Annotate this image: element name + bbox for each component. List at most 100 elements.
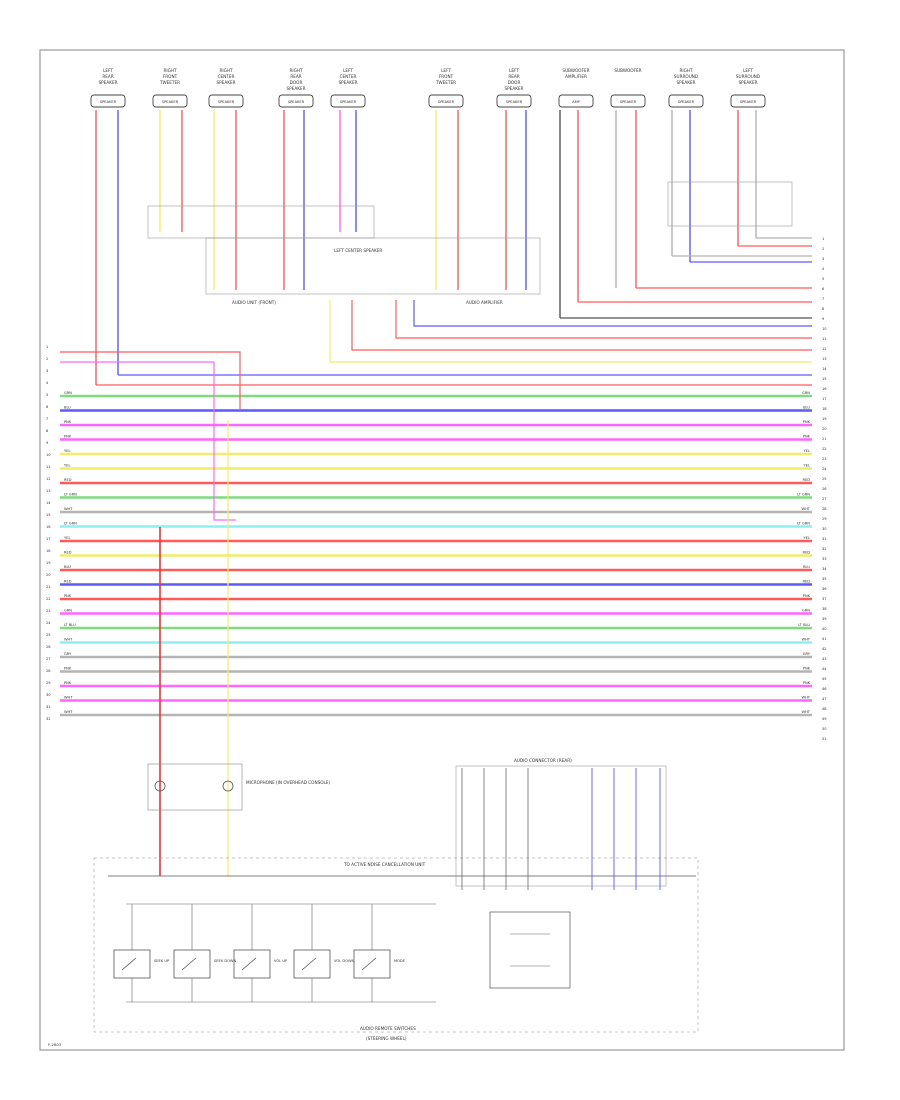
component-box-label-c4: SPEAKER [288,100,305,104]
left-pin-7: 7 [46,417,48,421]
bus-wire-code-left-1: GRN [64,391,72,395]
vertical-drops [95,110,812,386]
component-box-c1 [90,94,126,108]
bus-wire-code-right-6: YEL [804,464,810,468]
bus-wire-code-right-5: YEL [804,449,810,453]
component-label-c1: SPEAKER [99,80,118,85]
right-pin-17: 17 [822,397,827,401]
component-label-c4: REAR [290,74,301,79]
connector-block [455,765,667,887]
left-pin-20: 20 [46,573,51,577]
bus-wire-code-left-14: RED [64,580,72,584]
component-label-c10: RIGHT [679,68,693,73]
left-pin-24: 24 [46,621,51,625]
bus-wire-code-left-3: PNK [64,420,72,424]
bus-wire-code-right-13: BLU [803,565,810,569]
left-pin-13: 13 [46,489,51,493]
right-pin-40: 40 [822,627,827,631]
right-pin-19: 19 [822,417,827,421]
component-box-label-c2: SPEAKER [162,100,179,104]
component-label-c1: REAR [102,74,113,79]
left-pin-8: 8 [46,429,49,433]
left-pin-27: 27 [46,657,51,661]
left-pin-4: 4 [46,381,49,385]
left-pin-17: 17 [46,537,51,541]
component-label-c4: RIGHT [289,68,303,73]
left-pin-23: 23 [46,609,51,613]
left-pin-22: 22 [46,597,51,601]
component-label-c1: LEFT [103,68,113,73]
component-label-c9: SUBWOOFER [614,68,641,73]
right-pin-45: 45 [822,677,827,681]
steering-switch-group [93,857,699,1033]
component-label-c6: LEFT [441,68,451,73]
component-label-c4: DOOR [290,80,303,85]
right-pin-20: 20 [822,427,827,431]
bus-wire-code-right-2: BLU [803,406,810,410]
component-label-c2: TWEETER [159,80,180,85]
bus-wire-code-right-7: RED [802,478,810,482]
junction-left-label: AUDIO UNIT (FRONT) [232,300,276,305]
switch-5: MODE [353,904,406,1002]
left-pin-10: 10 [46,453,51,457]
component-box-c3 [208,94,244,108]
bus-wire-code-left-2: BLU [64,406,71,410]
mic-label: MICROPHONE (IN OVERHEAD CONSOLE) [246,780,331,785]
component-label-c11: LEFT [743,68,753,73]
right-pin-46: 46 [822,687,827,691]
component-label-c10: SURROUND [674,74,698,79]
mic-terminal-1 [154,780,166,792]
component-label-c11: SURROUND [736,74,760,79]
switch-contact-4 [301,957,317,971]
bus-wire-code-right-20: PNK [803,667,811,671]
bus-wire-code-left-15: PNK [64,594,72,598]
switch-contact-2 [181,957,197,971]
right-pin-27: 27 [822,497,827,501]
bottom-section: MICROPHONE (IN OVERHEAD CONSOLE) TO ACTI… [93,758,699,1041]
component-label-c5: SPEAKER [339,80,358,85]
pin-numbers: 1234567891011121314151617181920212223242… [46,237,827,741]
right-pin-43: 43 [822,657,827,661]
left-pin-16: 16 [46,525,51,529]
component-box-c10 [668,94,704,108]
left-pin-2: 2 [46,357,48,361]
bus-wire-code-left-20: PNK [64,667,72,671]
bus-wire-code-right-22: WHT [802,696,811,700]
right-pin-42: 42 [822,647,827,651]
right-pin-3: 3 [822,257,824,261]
component-box-c8 [558,94,594,108]
component-box-label-c6: SPEAKER [438,100,455,104]
component-label-c10: SPEAKER [677,80,696,85]
switch-contact-1 [121,957,137,971]
left-pin-14: 14 [46,501,51,505]
component-box-c9 [610,94,646,108]
right-pin-48: 48 [822,707,827,711]
right-pin-50: 50 [822,727,827,731]
left-pin-11: 11 [46,465,51,469]
component-box-c5 [330,94,366,108]
switch-contact-5 [361,957,377,971]
bus-wire-code-left-17: LT BLU [64,623,76,627]
right-pin-33: 33 [822,557,827,561]
right-pin-25: 25 [822,477,827,481]
switch-label-1: SEEK UP [154,959,170,963]
left-pin-25: 25 [46,633,51,637]
switch-4: VOL DOWN [293,904,355,1002]
component-label-c11: SPEAKER [739,80,758,85]
footer-code: F-2803 [48,1042,62,1047]
component-box-label-c5: SPEAKER [340,100,357,104]
component-box-c6 [428,94,464,108]
left-pin-30: 30 [46,693,51,697]
switch-label-5: MODE [394,959,406,963]
component-label-c5: CENTER [340,74,357,79]
right-pin-9: 9 [822,317,825,321]
bus-wire-code-left-6: YEL [64,464,70,468]
loop-pink-left [60,361,236,521]
left-pin-3: 3 [46,369,48,373]
left-pin-15: 15 [46,513,51,517]
